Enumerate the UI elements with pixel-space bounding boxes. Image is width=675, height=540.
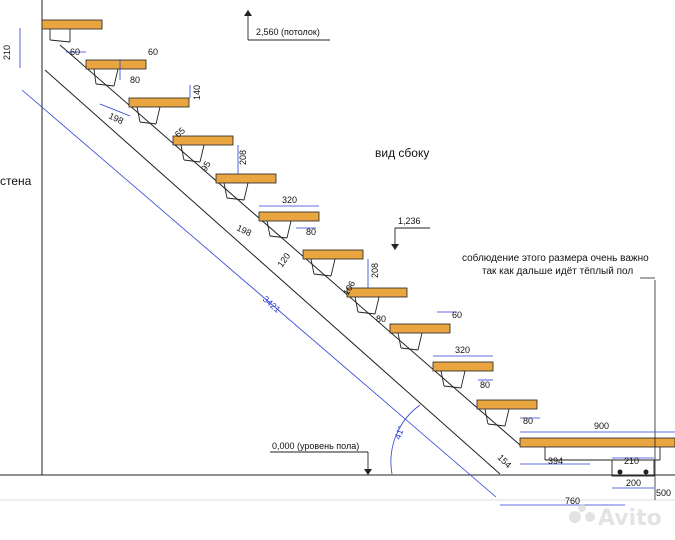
note-line-1: соблюдение этого размера очень важно bbox=[462, 252, 649, 264]
dim-80-d: 80 bbox=[480, 380, 490, 390]
dim-60-c: 60 bbox=[452, 310, 462, 320]
dim-210-bottom: 210 bbox=[624, 456, 639, 466]
tread-10 bbox=[432, 361, 494, 372]
support-bolt-left bbox=[617, 469, 623, 475]
ceiling-marker bbox=[244, 10, 330, 41]
dim-210-top: 210 bbox=[2, 45, 12, 60]
support-bolt-right bbox=[643, 469, 649, 475]
dim-394: 394 bbox=[548, 456, 563, 466]
dim-900: 900 bbox=[594, 421, 609, 431]
tread-4 bbox=[172, 135, 234, 146]
dim-80-b: 80 bbox=[306, 227, 316, 237]
tread-1 bbox=[41, 19, 103, 30]
dim-80-c: 80 bbox=[376, 314, 386, 324]
tread-11 bbox=[476, 399, 538, 410]
ceiling-label: 2,560 (потолок) bbox=[256, 27, 320, 37]
dim-320-a: 320 bbox=[282, 195, 297, 205]
dim-500: 500 bbox=[656, 488, 671, 498]
tread-9 bbox=[389, 323, 451, 334]
angle-label: 41° bbox=[392, 424, 406, 441]
floor-level-marker bbox=[270, 451, 372, 475]
wall-label: стена bbox=[0, 174, 32, 188]
dim-198-b: 198 bbox=[235, 223, 253, 238]
blue-dimensions bbox=[19, 28, 675, 506]
view-label: вид сбоку bbox=[375, 146, 429, 160]
stringer-length-label: 3421 bbox=[261, 294, 283, 315]
tread-8 bbox=[346, 287, 408, 298]
watermark-text: Avito bbox=[598, 506, 662, 531]
dim-80-a: 80 bbox=[130, 75, 140, 85]
dim-120: 120 bbox=[275, 251, 292, 269]
tread-6 bbox=[258, 211, 320, 222]
landing-support bbox=[611, 459, 655, 477]
stringer-bottom-line bbox=[44, 69, 501, 475]
dim-60-b: 60 bbox=[148, 47, 158, 57]
dim-154: 154 bbox=[496, 452, 514, 470]
dim-760: 760 bbox=[565, 496, 580, 506]
tread-3 bbox=[128, 97, 190, 108]
stringer-length-dimension bbox=[21, 89, 497, 498]
angle-arc bbox=[390, 404, 421, 475]
dim-208-b: 208 bbox=[370, 263, 380, 278]
tread-5 bbox=[215, 173, 277, 184]
avito-watermark: Avito bbox=[569, 504, 662, 531]
dim-208-a: 208 bbox=[238, 150, 248, 165]
landing-tread bbox=[519, 437, 675, 448]
mid-level-marker bbox=[391, 227, 430, 250]
stringer-top-line bbox=[59, 44, 521, 446]
dim-80-e: 80 bbox=[523, 416, 533, 426]
dim-140: 140 bbox=[192, 85, 202, 100]
tread-2 bbox=[85, 59, 147, 70]
dim-95: 95 bbox=[199, 159, 213, 173]
dim-200: 200 bbox=[626, 478, 641, 488]
floor-label: 0,000 (уровень пола) bbox=[272, 441, 359, 451]
dim-60-a: 60 bbox=[70, 47, 80, 57]
dim-65: 65 bbox=[173, 125, 187, 139]
tread-brackets bbox=[49, 29, 661, 461]
mid-level-label: 1,236 bbox=[398, 216, 421, 226]
stair-steps bbox=[41, 19, 675, 461]
note-line-2: так как дальше идёт тёплый пол bbox=[482, 266, 633, 277]
tread-7 bbox=[302, 249, 364, 260]
dim-320-b: 320 bbox=[455, 345, 470, 355]
